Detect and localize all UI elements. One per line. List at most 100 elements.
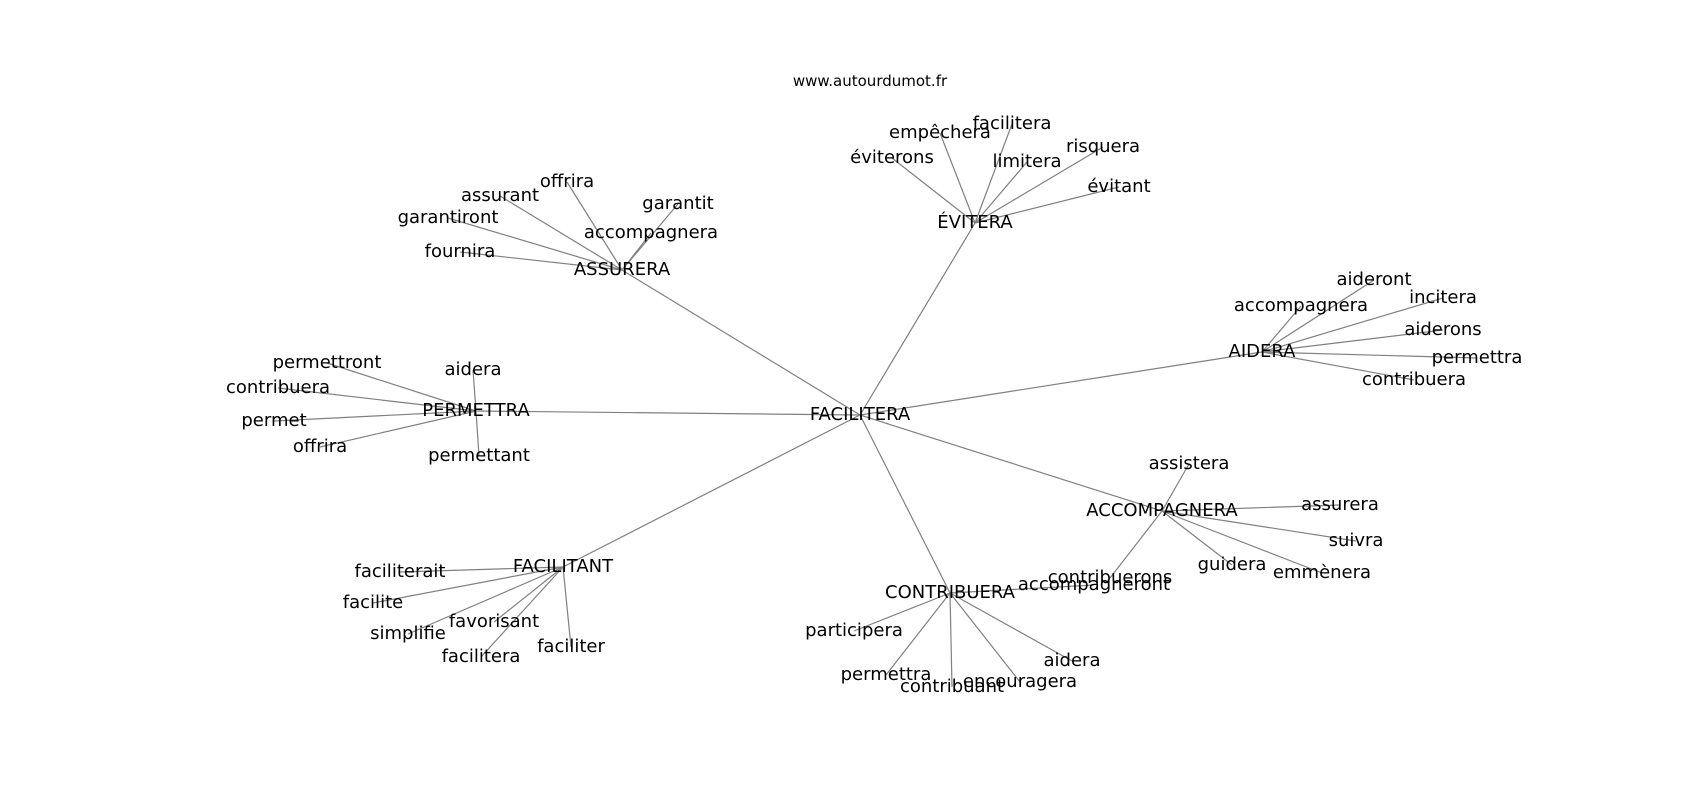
leaf-node: offrira xyxy=(293,436,347,457)
edge-leaf-0-2 xyxy=(891,157,976,224)
leaf-node: assistera xyxy=(1149,453,1230,474)
edge-center-1 xyxy=(621,269,861,416)
leaf-node: faciliter xyxy=(537,636,605,657)
edge-leaf-4-4 xyxy=(1161,510,1233,566)
leaf-node: faciliterait xyxy=(355,561,446,582)
edge-center-4 xyxy=(859,414,1163,512)
edge-leaf-1-2 xyxy=(447,217,623,271)
edge-leaf-0-3 xyxy=(974,161,1028,224)
edge-leaf-5-1 xyxy=(372,566,564,604)
leaf-node: facilitera xyxy=(442,646,521,667)
edge-leaf-0-5 xyxy=(974,186,1120,224)
edge-leaf-3-1 xyxy=(472,369,477,412)
edge-leaf-5-3 xyxy=(407,566,564,635)
hub-node: CONTRIBUERA xyxy=(885,582,1016,603)
leaf-node: évitant xyxy=(1087,176,1150,197)
leaf-node: aidera xyxy=(1044,650,1101,671)
leaf-node: contribuant xyxy=(900,676,1004,697)
hub-node: PERMETTRA xyxy=(422,400,530,421)
edge-leaf-1-1 xyxy=(499,195,623,271)
edges xyxy=(273,123,1478,688)
leaf-node: risquera xyxy=(1066,136,1140,157)
edge-leaf-4-0 xyxy=(1161,463,1190,512)
edge-leaf-3-2 xyxy=(277,387,477,412)
hub-node: AIDERA xyxy=(1229,341,1297,362)
hub-node: ACCOMPAGNERA xyxy=(1086,500,1238,521)
edge-leaf-2-0 xyxy=(1261,279,1375,353)
edge-leaf-6-4 xyxy=(949,592,953,688)
edge-leaf-6-5 xyxy=(949,592,1021,683)
hub-node: ASSURERA xyxy=(574,259,671,280)
hub-node: FACILITANT xyxy=(513,556,614,577)
leaf-node: limitera xyxy=(992,151,1061,172)
leaf-node: éviterons xyxy=(850,147,934,168)
edge-center-6 xyxy=(859,414,951,594)
edge-leaf-1-3 xyxy=(459,251,623,271)
leaf-node: empêchera xyxy=(889,122,991,143)
leaf-node: aidera xyxy=(445,359,502,380)
edge-center-5 xyxy=(562,414,861,568)
edge-leaf-4-2 xyxy=(1161,510,1357,542)
leaf-node: facilite xyxy=(343,592,403,613)
edge-leaf-2-5 xyxy=(1261,351,1415,381)
leaf-node: assurera xyxy=(1301,494,1379,515)
edge-leaf-4-1 xyxy=(1161,504,1341,512)
edge-center-3 xyxy=(475,410,861,416)
leaf-node: encouragera xyxy=(963,671,1077,692)
edge-leaf-5-2 xyxy=(493,566,564,623)
leaf-node: contribuera xyxy=(1362,369,1466,390)
leaf-node: permettra xyxy=(1432,347,1523,368)
edge-leaf-5-0 xyxy=(399,566,564,573)
leaf-node: suivra xyxy=(1329,530,1384,551)
leaf-node: permet xyxy=(241,410,306,431)
leaf-node: assurant xyxy=(461,185,539,206)
edge-leaf-3-0 xyxy=(326,362,477,412)
edge-leaf-5-5 xyxy=(562,566,572,648)
leaf-node: permettant xyxy=(428,445,530,466)
edge-leaf-0-0 xyxy=(939,132,976,224)
labels: FACILITERAÉVITERAempêcherafaciliteraévit… xyxy=(226,113,1522,697)
leaf-node: emmènera xyxy=(1273,562,1371,583)
leaf-node: accompagnera xyxy=(1234,295,1368,316)
leaf-node: garantit xyxy=(642,193,713,214)
center-node: FACILITERA xyxy=(810,404,911,425)
hub-node: ÉVITERA xyxy=(937,211,1013,233)
edge-leaf-5-4 xyxy=(480,566,564,658)
edge-leaf-3-4 xyxy=(319,410,477,448)
leaf-node: aiderons xyxy=(1404,319,1481,340)
leaf-node: contribuera xyxy=(226,377,330,398)
edge-leaf-0-1 xyxy=(974,123,1013,224)
edge-leaf-2-1 xyxy=(1261,305,1302,353)
leaf-node: garantiront xyxy=(398,207,499,228)
edge-leaf-6-1 xyxy=(853,592,951,632)
leaf-node: favorisant xyxy=(449,611,539,632)
leaf-node: accompagneront xyxy=(1018,574,1170,595)
edge-leaf-1-0 xyxy=(566,181,623,271)
edge-leaf-2-2 xyxy=(1261,297,1444,353)
leaf-node: participera xyxy=(805,620,903,641)
edge-leaf-3-3 xyxy=(273,410,477,422)
edge-leaf-0-4 xyxy=(974,146,1104,224)
leaf-node: facilitera xyxy=(973,113,1052,134)
edge-leaf-1-5 xyxy=(621,232,652,271)
leaf-node: fournira xyxy=(425,241,496,262)
edge-leaf-2-3 xyxy=(1261,329,1444,353)
leaf-node: simplifie xyxy=(370,623,446,644)
leaf-node: accompagnera xyxy=(584,222,718,243)
leaf-node: offrira xyxy=(540,171,594,192)
leaf-node: permettront xyxy=(273,352,382,373)
edge-leaf-3-5 xyxy=(475,410,480,457)
leaf-node: permettra xyxy=(841,664,932,685)
leaf-node: contribuerons xyxy=(1048,567,1173,588)
edge-leaf-6-0 xyxy=(949,584,1095,594)
edge-center-0 xyxy=(859,222,976,416)
edge-leaf-6-3 xyxy=(885,592,951,676)
edge-leaf-4-5 xyxy=(1109,510,1163,579)
edge-leaf-2-4 xyxy=(1261,351,1478,359)
edge-center-2 xyxy=(859,351,1263,416)
leaf-node: incitera xyxy=(1409,287,1477,308)
leaf-node: guidera xyxy=(1198,554,1267,575)
edge-leaf-6-2 xyxy=(949,592,1073,662)
edge-leaf-4-3 xyxy=(1161,510,1323,574)
